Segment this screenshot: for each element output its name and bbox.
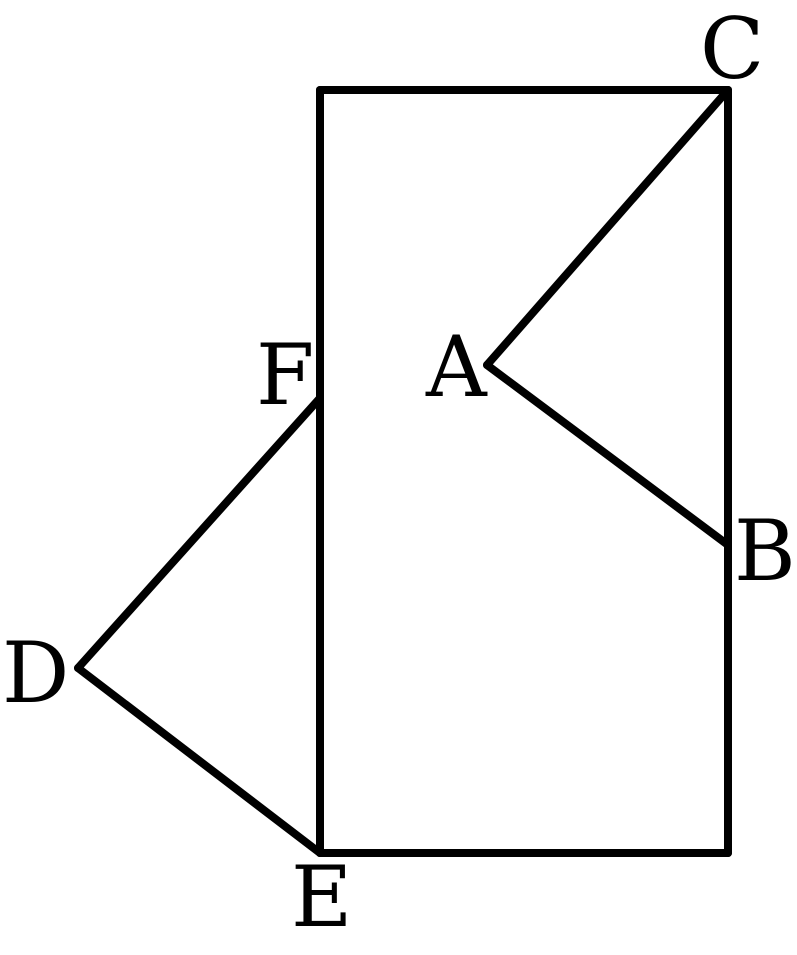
segment-de [74,664,324,857]
segment-ab [483,361,732,549]
label-d: D [2,624,69,722]
segment-ac [483,86,732,369]
label-e: E [291,848,352,946]
segment-df [74,394,324,672]
label-f: F [256,326,314,424]
label-a: A [425,318,488,416]
label-c: C [700,0,764,98]
label-b: B [734,502,796,600]
